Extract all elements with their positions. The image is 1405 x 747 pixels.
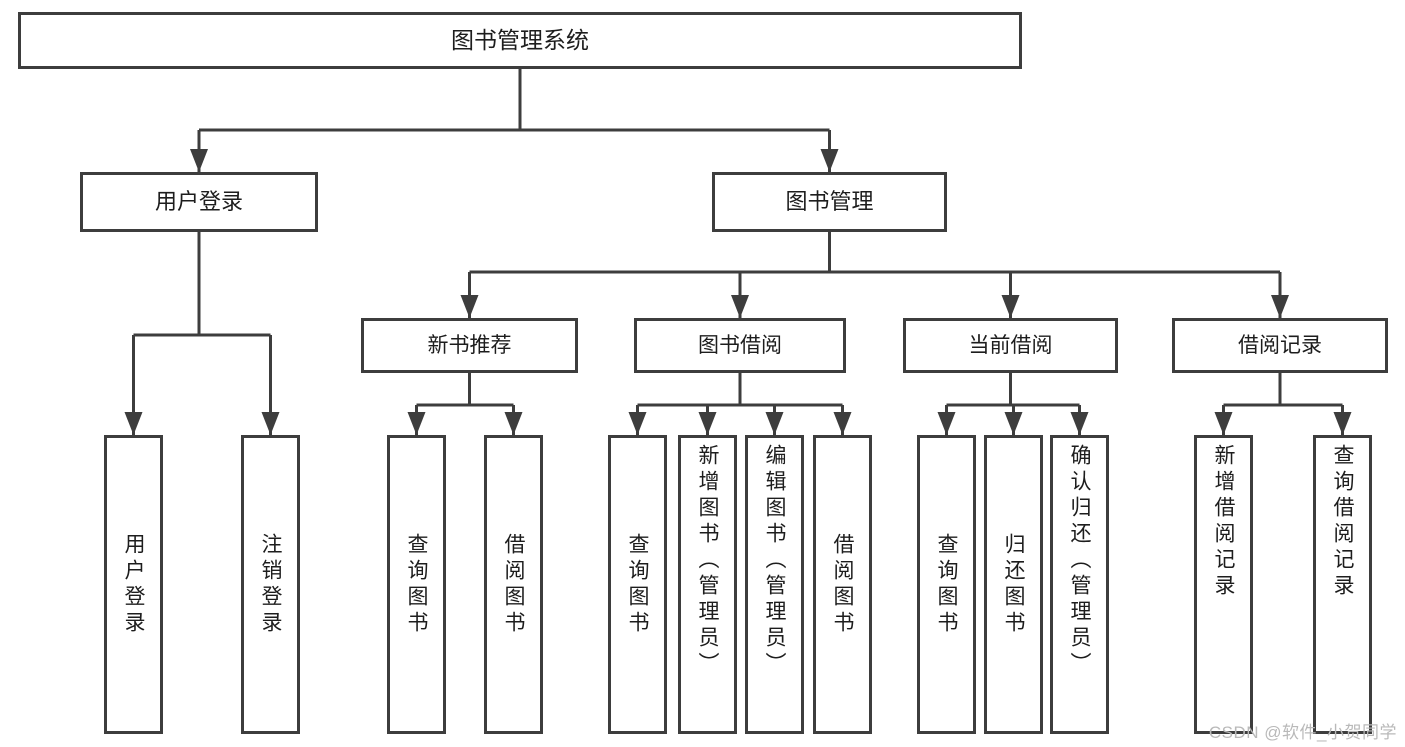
node-label-leaf-br-query: 查询借阅记录	[1331, 444, 1354, 600]
node-label-user-login: 用户登录	[154, 188, 243, 214]
node-label-leaf-cb-confirm: 确认归还（管理员）	[1068, 444, 1091, 678]
arrowhead-user-login	[190, 149, 208, 172]
node-label-leaf-cb-return: 归还图书	[1002, 532, 1025, 637]
node-label-leaf-user-logout: 注销登录	[259, 532, 282, 637]
node-label-leaf-bb-borrow: 借阅图书	[831, 532, 854, 637]
node-leaf-user-logout: 注销登录	[241, 435, 300, 734]
node-label-leaf-bb-add: 新增图书（管理员）	[696, 444, 719, 678]
node-root: 图书管理系统	[18, 12, 1022, 69]
node-label-leaf-br-add: 新增借阅记录	[1212, 444, 1235, 600]
node-label-leaf-user-login: 用户登录	[122, 532, 145, 637]
arrowhead-new-book-rec	[460, 295, 479, 318]
arrowhead-leaf-bb-query	[628, 412, 647, 435]
node-leaf-cb-return: 归还图书	[984, 435, 1043, 734]
arrowhead-book-borrow	[731, 295, 749, 318]
node-current-borrow: 当前借阅	[903, 318, 1118, 373]
node-label-book-manage: 图书管理	[785, 188, 874, 214]
arrowhead-leaf-cb-confirm	[1070, 412, 1089, 435]
arrowhead-borrow-record	[1271, 295, 1289, 318]
arrowhead-leaf-cb-return	[1004, 412, 1023, 435]
node-leaf-user-login: 用户登录	[104, 435, 163, 734]
arrowhead-leaf-bb-add	[698, 412, 717, 435]
node-label-leaf-cb-query: 查询图书	[935, 532, 958, 637]
node-label-current-borrow: 当前借阅	[968, 333, 1053, 357]
node-label-book-borrow: 图书借阅	[698, 333, 782, 357]
arrowhead-leaf-br-query	[1333, 412, 1352, 435]
arrowhead-leaf-br-add	[1214, 412, 1233, 435]
node-label-root: 图书管理系统	[451, 26, 589, 53]
arrowhead-leaf-user-login	[124, 412, 143, 435]
arrowhead-leaf-rec-query	[407, 412, 426, 435]
node-leaf-br-add: 新增借阅记录	[1194, 435, 1253, 734]
arrowhead-leaf-bb-borrow	[833, 412, 852, 435]
arrowhead-current-borrow	[1001, 295, 1020, 318]
arrowhead-leaf-bb-edit	[765, 412, 784, 435]
node-book-borrow: 图书借阅	[634, 318, 846, 373]
node-leaf-bb-query: 查询图书	[608, 435, 667, 734]
node-leaf-cb-confirm: 确认归还（管理员）	[1050, 435, 1109, 734]
node-label-leaf-bb-edit: 编辑图书（管理员）	[763, 444, 786, 678]
arrowhead-leaf-rec-borrow	[504, 412, 523, 435]
arrowhead-leaf-cb-query	[937, 412, 956, 435]
node-leaf-cb-query: 查询图书	[917, 435, 976, 734]
node-leaf-br-query: 查询借阅记录	[1313, 435, 1372, 734]
node-leaf-rec-query: 查询图书	[387, 435, 446, 734]
node-new-book-rec: 新书推荐	[361, 318, 578, 373]
node-leaf-bb-edit: 编辑图书（管理员）	[745, 435, 804, 734]
node-leaf-bb-borrow: 借阅图书	[813, 435, 872, 734]
node-label-new-book-rec: 新书推荐	[427, 333, 512, 357]
node-label-leaf-rec-borrow: 借阅图书	[502, 532, 525, 637]
node-leaf-rec-borrow: 借阅图书	[484, 435, 543, 734]
node-label-leaf-rec-query: 查询图书	[405, 532, 428, 637]
node-label-borrow-record: 借阅记录	[1238, 333, 1322, 357]
arrowhead-leaf-user-logout	[261, 412, 280, 435]
node-label-leaf-bb-query: 查询图书	[626, 532, 649, 637]
node-user-login: 用户登录	[80, 172, 318, 232]
node-borrow-record: 借阅记录	[1172, 318, 1388, 373]
node-leaf-bb-add: 新增图书（管理员）	[678, 435, 737, 734]
node-book-manage: 图书管理	[712, 172, 947, 232]
arrowhead-book-manage	[820, 149, 839, 172]
